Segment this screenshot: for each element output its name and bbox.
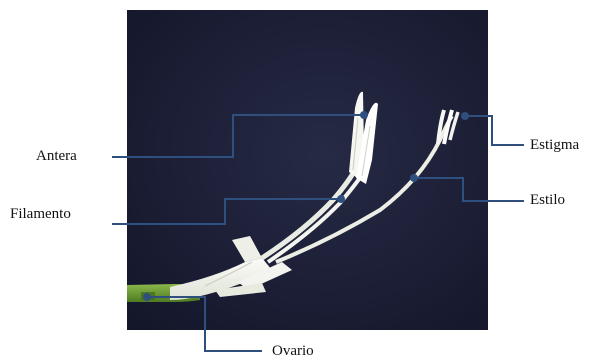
label-antera: Antera [36, 148, 77, 165]
dark-fabric-background [127, 10, 488, 330]
antera-dot [360, 111, 368, 119]
filamento-dot [337, 195, 345, 203]
label-filamento: Filamento [10, 206, 71, 223]
photograph [127, 10, 488, 330]
estigma-dot [461, 112, 469, 120]
label-ovario: Ovario [272, 343, 314, 360]
label-estilo: Estilo [530, 192, 565, 209]
ovario-dot [143, 293, 151, 301]
estilo-dot [410, 174, 418, 182]
label-estigma: Estigma [530, 137, 579, 154]
